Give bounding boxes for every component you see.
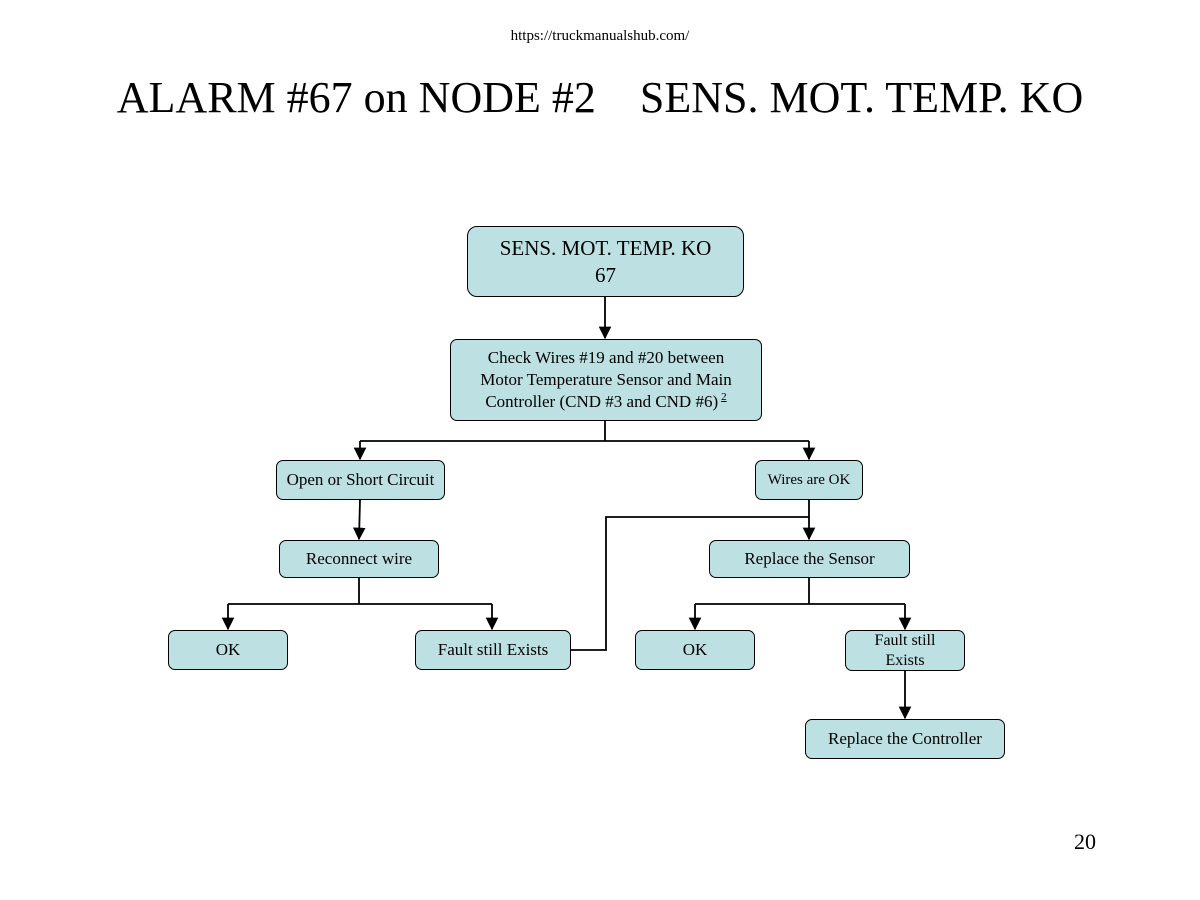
node-open-short-circuit-label: Open or Short Circuit [286, 470, 435, 489]
node-fault-still-exists-left: Fault still Exists [415, 630, 571, 670]
node-replace-sensor: Replace the Sensor [709, 540, 910, 578]
source-url: https://truckmanualshub.com/ [510, 28, 690, 44]
node-fault-still-exists-right-label: Fault still Exists [874, 631, 936, 669]
node-wires-ok: Wires are OK [755, 460, 863, 500]
footnote-marker: 2 [721, 391, 727, 404]
connector-open-to-reconnect [352, 499, 366, 541]
node-fault-still-exists-right: Fault still Exists [845, 630, 965, 671]
page-number: 20 [1074, 829, 1096, 854]
slide-title: ALARM #67 on NODE #2 SENS. MOT. TEMP. KO [116, 73, 1084, 122]
node-check-wires-label: Check Wires #19 and #20 between Motor Te… [480, 348, 732, 411]
node-fault-still-exists-left-label: Fault still Exists [437, 640, 549, 659]
node-replace-controller: Replace the Controller [805, 719, 1005, 759]
node-ok-right-label: OK [682, 640, 708, 659]
node-ok-right: OK [635, 630, 755, 670]
node-sens-mot-temp-ko: SENS. MOT. TEMP. KO 67 [467, 226, 744, 297]
node-replace-sensor-label: Replace the Sensor [744, 549, 875, 568]
node-reconnect-wire: Reconnect wire [279, 540, 439, 578]
node-ok-left: OK [168, 630, 288, 670]
node-sens-mot-temp-ko-label: SENS. MOT. TEMP. KO 67 [499, 235, 712, 287]
connector-fault-left-loop [571, 516, 809, 651]
node-check-wires: Check Wires #19 and #20 between Motor Te… [450, 339, 762, 421]
node-ok-left-label: OK [215, 640, 241, 659]
node-reconnect-wire-label: Reconnect wire [305, 549, 413, 568]
node-replace-controller-label: Replace the Controller [828, 729, 982, 748]
node-wires-ok-label: Wires are OK [767, 472, 851, 488]
node-open-short-circuit: Open or Short Circuit [276, 460, 445, 500]
